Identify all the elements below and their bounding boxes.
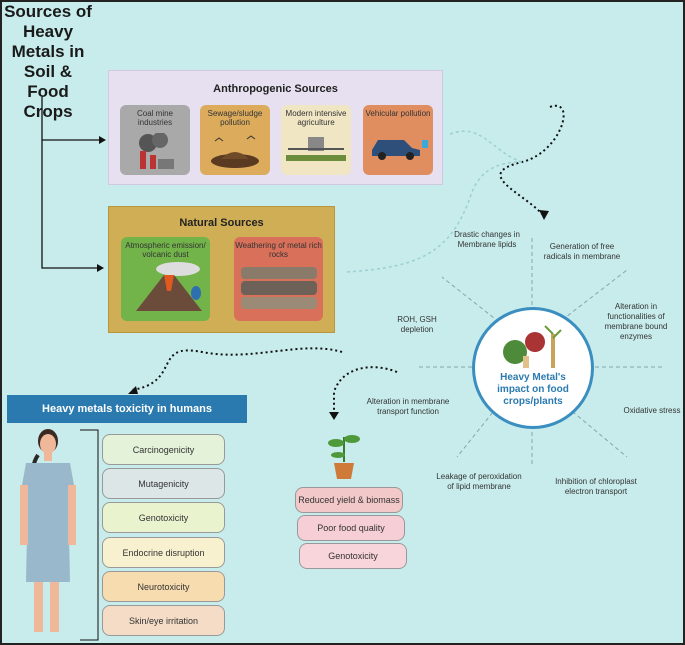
- effect-membrane-transport: Alteration in membrane transport functio…: [366, 397, 450, 416]
- radial-spokes: [417, 237, 662, 467]
- page-title: Sources of Heavy Metals in Soil & Food C…: [4, 2, 92, 121]
- arrow-to-natural: [41, 140, 99, 269]
- impact-circle: Heavy Metal's impact on food crops/plant…: [472, 307, 594, 429]
- arrow-head-anthropogenic: [99, 136, 106, 144]
- tox-skin-eye-irritation: Skin/eye irritation: [102, 605, 225, 636]
- tox-endocrine-disruption: Endocrine disruption: [102, 537, 225, 568]
- plant-effect-food-quality: Poor food quality: [297, 515, 405, 541]
- coal-mine-tile: Coal mine industries: [120, 105, 190, 175]
- tractor-icon: [286, 137, 346, 161]
- effect-oxidative-stress: Oxidative stress: [623, 406, 681, 415]
- human-bracket: [80, 429, 99, 641]
- impact-center-label: Heavy Metal's impact on food crops/plant…: [497, 372, 569, 407]
- vehicular-label: Vehicular pollution: [365, 109, 431, 118]
- vehicular-tile: Vehicular pollution: [363, 105, 433, 175]
- car-icon: [372, 140, 428, 160]
- dotted-arrow-to-effects: [499, 104, 565, 215]
- agriculture-label: Modern intensive agriculture: [285, 109, 347, 127]
- coal-mine-label: Coal mine industries: [136, 109, 173, 127]
- effect-chloroplast: Inhibition of chloroplast electron trans…: [555, 477, 637, 496]
- dotted-arrow-head-effects: [539, 210, 549, 220]
- potted-plant-icon: [328, 435, 360, 479]
- effect-membrane-lipids: Drastic changes in Membrane lipids: [454, 230, 520, 249]
- tox-genotoxicity: Genotoxicity: [102, 502, 225, 533]
- crops-icon: [503, 325, 562, 368]
- natural-title: Natural Sources: [179, 217, 264, 229]
- sewage-tile: Sewage/sludge pollution: [200, 105, 270, 175]
- tox-neurotoxicity: Neurotoxicity: [102, 571, 225, 602]
- effect-free-radicals: Generation of free radicals in membrane: [543, 242, 621, 261]
- weathering-label: Weathering of metal rich rocks: [235, 241, 322, 259]
- human-toxicity-banner: Heavy metals toxicity in humans: [7, 395, 247, 423]
- volcanic-tile: Atmospheric emission/ volcanic dust: [121, 237, 210, 321]
- arrow-head-natural: [97, 264, 104, 272]
- human-figure-icon: [20, 429, 76, 632]
- effect-membrane-enzymes: Alteration in functionalities of membran…: [604, 302, 668, 341]
- human-toxicity-title: Heavy metals toxicity in humans: [42, 403, 212, 415]
- tox-carcinogenicity: Carcinogenicity: [102, 434, 225, 465]
- weathering-tile: Weathering of metal rich rocks: [234, 237, 323, 321]
- dotted-anthro-faint: [449, 130, 523, 163]
- plant-effect-yield: Reduced yield & biomass: [295, 487, 403, 513]
- arrow-to-anthropogenic: [41, 97, 102, 141]
- volcano-icon: [135, 262, 202, 311]
- tox-mutagenicity: Mutagenicity: [102, 468, 225, 499]
- dotted-arrow-head-humans: [128, 386, 138, 394]
- effect-lipid-peroxidation: Leakage of peroxidation of lipid membran…: [436, 472, 522, 491]
- dotted-arrow-head-plant: [329, 412, 339, 420]
- factory-icon: [139, 132, 174, 169]
- anthropogenic-title: Anthropogenic Sources: [213, 83, 338, 95]
- agriculture-tile: Modern intensive agriculture: [281, 105, 351, 175]
- plant-effect-genotoxicity: Genotoxicity: [299, 543, 407, 569]
- sewage-label: Sewage/sludge pollution: [207, 109, 263, 127]
- rock-layers-icon: [240, 267, 317, 309]
- effect-roh-gsh: ROH, GSH depletion: [397, 315, 437, 334]
- dotted-arrow-to-humans: [131, 347, 343, 391]
- volcanic-label: Atmospheric emission/ volcanic dust: [125, 241, 206, 259]
- sludge-icon: [211, 135, 259, 168]
- dotted-natural-faint: [346, 161, 523, 273]
